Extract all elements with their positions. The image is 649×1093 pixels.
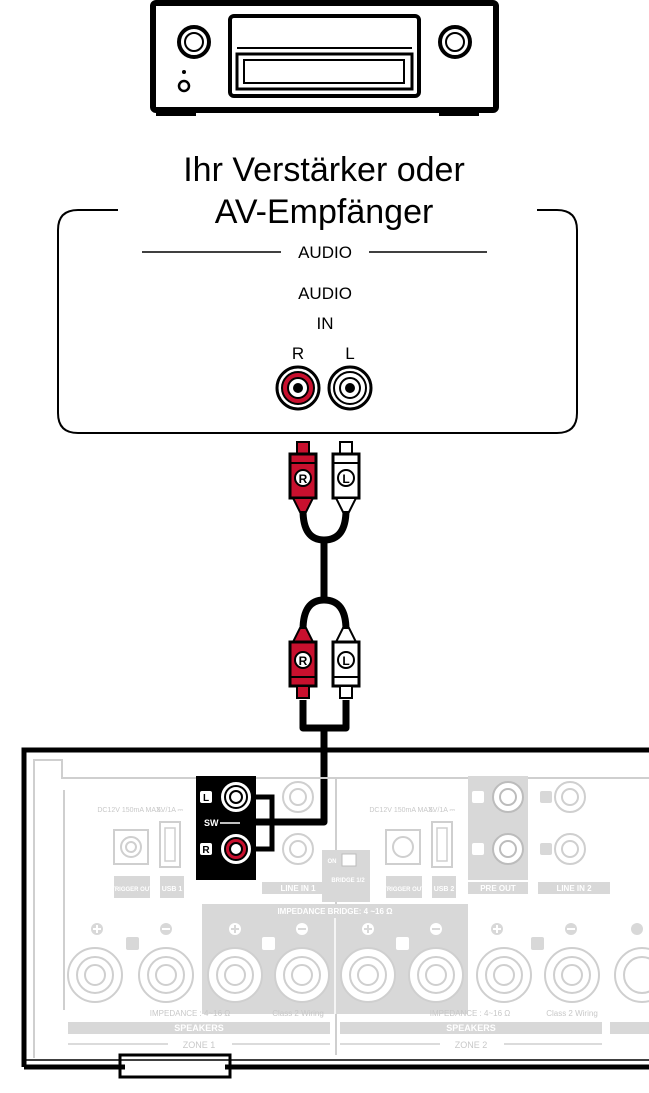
trigger-out-jack[interactable] [113,829,149,865]
bridge-switch[interactable] [341,853,357,867]
class2-label-1: Class 2 Wiring [272,1009,324,1018]
impedance-label-2: IMPEDANCE : 4~16 Ω [430,1009,510,1018]
bridge-label: BRIDGE 1/2 [331,878,365,884]
zone-2-label: ZONE 2 [455,1040,488,1050]
impedance-bridge-label: IMPEDANCE BRIDGE: 4 ~16 Ω [277,907,393,916]
svg-text:R: R [299,472,308,486]
impedance-label-1: IMPEDANCE : 4~16 Ω [150,1009,230,1018]
pre-out-jack-r[interactable] [219,832,253,866]
rca-jack-r[interactable] [275,365,321,411]
usb-1-label: USB 1 [162,886,183,893]
usb-2-label: USB 2 [434,886,455,893]
line-in-1-label: LINE IN 1 [280,884,316,893]
device-rear-panel: DC12V 150mA MAX. 5V/1A ⎓ TRIGGER OUT USB… [21,747,649,1079]
trigger-out-jack-2[interactable] [385,829,421,865]
bridge-on-label: ON [328,859,337,865]
pre-out-label-2: PRE OUT [480,884,516,893]
dc-spec-label-2: DC12V 150mA MAX. [369,807,434,814]
usb-2-port[interactable] [431,821,453,868]
svg-text:R: R [299,654,308,668]
amplifier-icon [150,0,499,116]
pre-out-l-label: L [203,793,209,804]
usb-1-port[interactable] [159,821,181,868]
speakers-label-2: SPEAKERS [446,1023,496,1033]
pre-out-r-label: R [202,845,210,856]
audio-in-label-2: IN [317,314,334,333]
rca-cable [253,509,350,826]
plug-bottom-r[interactable]: R [288,627,318,699]
svg-text:L: L [342,654,349,668]
sw-label: SW [204,818,219,828]
plug-bottom-l[interactable]: L [331,627,361,699]
speakers-label-1: SPEAKERS [174,1023,224,1033]
class2-label-2: Class 2 Wiring [546,1009,598,1018]
amp-panel-outline [57,209,578,434]
line-in-1-jacks[interactable] [282,781,314,865]
svg-text:L: L [342,472,349,486]
plug-top-l[interactable]: L [331,441,361,513]
plug-top-r[interactable]: R [288,441,318,513]
zone-1-label: ZONE 1 [183,1040,216,1050]
audio-in-label-1: AUDIO [298,284,352,303]
jack-l-label: L [345,344,354,363]
usb-spec-label-2: 5V/1A ⎓ [429,807,456,814]
line-in-2-label: LINE IN 2 [556,884,592,893]
amp-title-line1: Ihr Verstärker oder [183,151,465,189]
audio-section-label: AUDIO [298,243,352,262]
dc-spec-label: DC12V 150mA MAX. [97,807,162,814]
amp-title-line2: AV-Empfänger [215,193,434,231]
trigger-out-label-2: TRIGGER OUT [383,887,425,893]
pre-out-jack-l[interactable] [219,780,253,814]
pre-out-label: PRE OUT [206,883,247,893]
usb-spec-label: 5V/1A ⎓ [157,807,184,814]
trigger-out-label: TRIGGER OUT [111,887,153,893]
rca-jack-l[interactable] [327,365,373,411]
speaker-terminals[interactable] [67,947,649,1003]
jack-r-label: R [292,344,304,363]
